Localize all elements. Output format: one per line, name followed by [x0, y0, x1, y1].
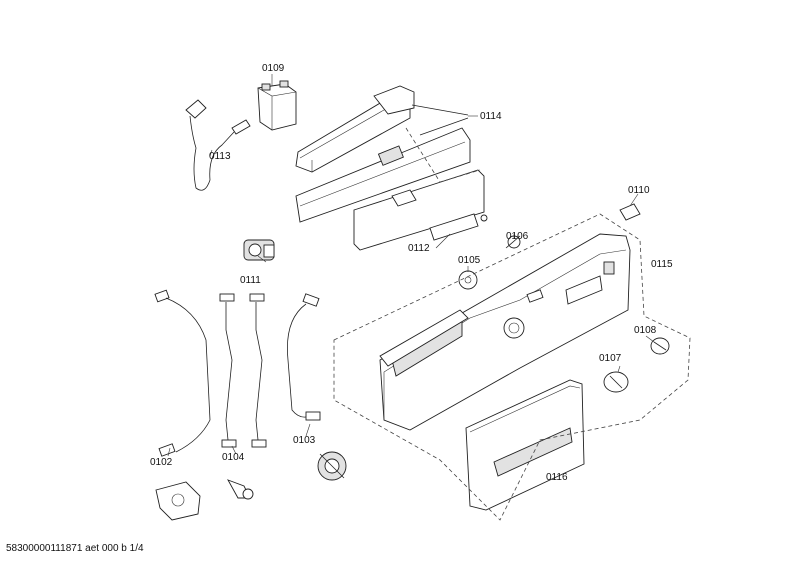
- label-0103: 0103: [293, 435, 316, 446]
- label-0108: 0108: [634, 325, 657, 336]
- label-0110: 0110: [628, 185, 650, 196]
- label-0113: 0113: [209, 151, 231, 162]
- part-0104-drawing: [219, 293, 267, 448]
- label-0106: 0106: [506, 231, 529, 242]
- part-0112-drawing: [353, 169, 488, 251]
- part-0111-drawing: [243, 239, 275, 261]
- part-0102-drawing: [154, 289, 211, 457]
- part-0110-drawing: [619, 203, 641, 221]
- label-0114: 0114: [480, 111, 502, 122]
- label-0105: 0105: [458, 255, 481, 266]
- label-0115: 0115: [651, 259, 673, 270]
- leader-lines: [167, 74, 655, 457]
- label-0107: 0107: [599, 353, 622, 364]
- selector-switch-drawing: [317, 451, 347, 481]
- part-0113-drawing: [185, 99, 251, 191]
- label-0116: 0116: [546, 472, 568, 483]
- part-0114-drawing: [295, 85, 471, 223]
- label-0109: 0109: [262, 63, 285, 74]
- part-0108-drawing: [650, 337, 670, 355]
- part-0103-drawing: [287, 293, 321, 421]
- part-0116-drawing: [465, 379, 585, 511]
- part-0115-drawing: [379, 233, 631, 431]
- label-0102: 0102: [150, 457, 173, 468]
- part-0109-drawing: [257, 80, 297, 131]
- part-0106-drawing: [505, 235, 521, 249]
- label-0104: 0104: [222, 452, 245, 463]
- assembly-outlines: [333, 127, 691, 521]
- document-reference: 58300000111871 aet 000 b 1/4: [6, 543, 144, 554]
- drain-component-drawing: [155, 481, 201, 521]
- sensor-component-drawing: [227, 479, 254, 500]
- label-0111: 0111: [240, 275, 261, 286]
- part-0107-drawing: [603, 371, 629, 393]
- label-0112: 0112: [408, 243, 430, 254]
